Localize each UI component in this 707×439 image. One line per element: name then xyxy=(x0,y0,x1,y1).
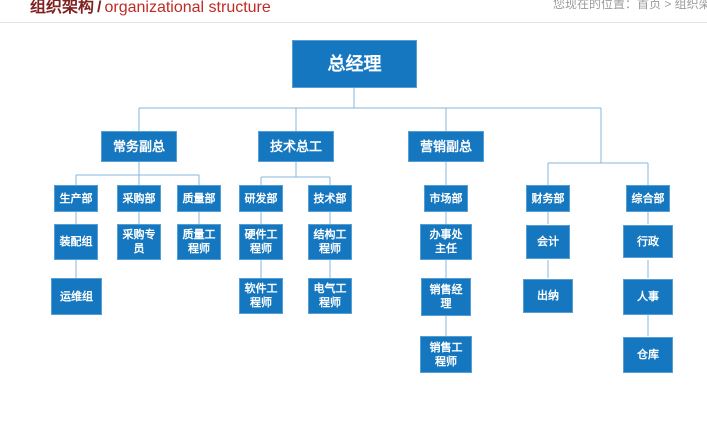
org-node-general-manager: 总经理 xyxy=(292,40,417,88)
org-node-production-dept: 生产部 xyxy=(54,185,98,212)
org-node-software-engineer: 软件工 程师 xyxy=(239,278,283,314)
page-title: 组织架构/organizational structure xyxy=(30,0,271,17)
org-node-marketing-vp: 营销副总 xyxy=(408,131,484,162)
org-node-sales-engineer: 销售工 程师 xyxy=(420,336,472,373)
org-node-hardware-engineer: 硬件工 程师 xyxy=(239,224,283,260)
page-title-zh: 组织架构 xyxy=(30,0,95,16)
org-node-quality-engineer: 质量工 程师 xyxy=(177,224,221,260)
org-node-warehouse: 仓库 xyxy=(623,337,673,373)
page-title-separator: / xyxy=(97,0,102,16)
org-node-quality-dept: 质量部 xyxy=(177,185,221,212)
org-node-operations-group: 运维组 xyxy=(51,278,102,315)
org-node-purchasing-dept: 采购部 xyxy=(117,185,161,212)
org-node-office-director: 办事处 主任 xyxy=(420,224,472,260)
org-node-hr: 人事 xyxy=(623,279,673,315)
page-title-en: organizational structure xyxy=(104,0,271,16)
org-node-sales-manager: 销售经 理 xyxy=(421,278,471,316)
org-node-purchasing-specialist: 采购专 员 xyxy=(117,224,161,260)
org-node-technical-dept: 技术部 xyxy=(308,185,352,212)
org-node-administration: 行政 xyxy=(623,225,673,258)
page-header: 组织架构/organizational structure 您现在的位置：首页 … xyxy=(0,0,707,23)
org-node-accountant: 会计 xyxy=(526,225,570,259)
org-node-finance-dept: 财务部 xyxy=(526,185,570,212)
org-node-cashier: 出纳 xyxy=(523,279,573,313)
org-chart: 总经理 常务副总 技术总工 营销副总 生产部 采购部 质量部 研发部 技术部 市… xyxy=(0,23,707,439)
org-node-executive-vp: 常务副总 xyxy=(101,131,177,162)
org-node-electrical-engineer: 电气工 程师 xyxy=(308,278,352,314)
org-node-assembly-group: 装配组 xyxy=(54,224,98,260)
breadcrumb[interactable]: 您现在的位置：首页 > 组织架构 xyxy=(553,0,707,11)
org-node-chief-engineer: 技术总工 xyxy=(258,131,334,162)
org-node-structural-engineer: 结构工 程师 xyxy=(308,224,352,260)
org-node-general-affairs-dept: 综合部 xyxy=(626,185,670,212)
org-node-rnd-dept: 研发部 xyxy=(239,185,283,212)
org-node-market-dept: 市场部 xyxy=(424,185,468,212)
